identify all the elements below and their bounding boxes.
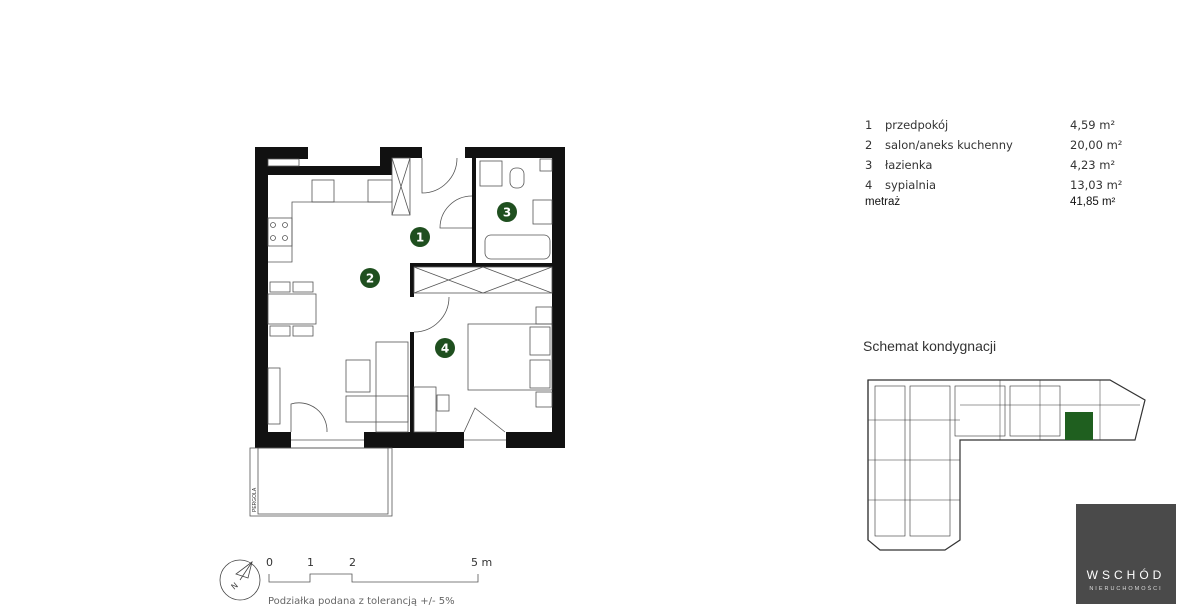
svg-text:2: 2 xyxy=(366,272,374,286)
logo-subtitle: NIERUCHOMOŚCI xyxy=(1089,586,1163,592)
pergola-label: PERGOLA xyxy=(252,487,258,512)
furniture xyxy=(249,157,553,517)
room-marker-4: 4 xyxy=(435,338,455,358)
room-marker-3: 3 xyxy=(497,202,517,222)
svg-text:4: 4 xyxy=(441,342,449,356)
walls xyxy=(255,147,565,448)
room-marker-1: 1 xyxy=(410,227,430,247)
svg-text:3: 3 xyxy=(503,206,511,220)
scale-tick: 2 xyxy=(349,556,356,569)
compass-icon xyxy=(219,559,261,601)
scale-tick: 0 xyxy=(266,556,273,569)
svg-text:N: N xyxy=(230,581,240,592)
room-marker-2: 2 xyxy=(360,268,380,288)
svg-text:1: 1 xyxy=(416,231,424,245)
scale-tick: 1 xyxy=(307,556,314,569)
apartment-highlight xyxy=(1065,412,1093,440)
scale-note: Podziałka podana z tolerancją +/- 5% xyxy=(268,596,455,607)
scale-tick: 5 m xyxy=(471,556,493,569)
company-logo: WSCHÓD NIERUCHOMOŚCI xyxy=(1076,504,1176,604)
floor-schematic xyxy=(867,379,1146,551)
logo-brand: WSCHÓD xyxy=(1086,568,1166,582)
scale-bar xyxy=(268,573,479,583)
schematic-title: Schemat kondygnacji xyxy=(863,338,997,354)
